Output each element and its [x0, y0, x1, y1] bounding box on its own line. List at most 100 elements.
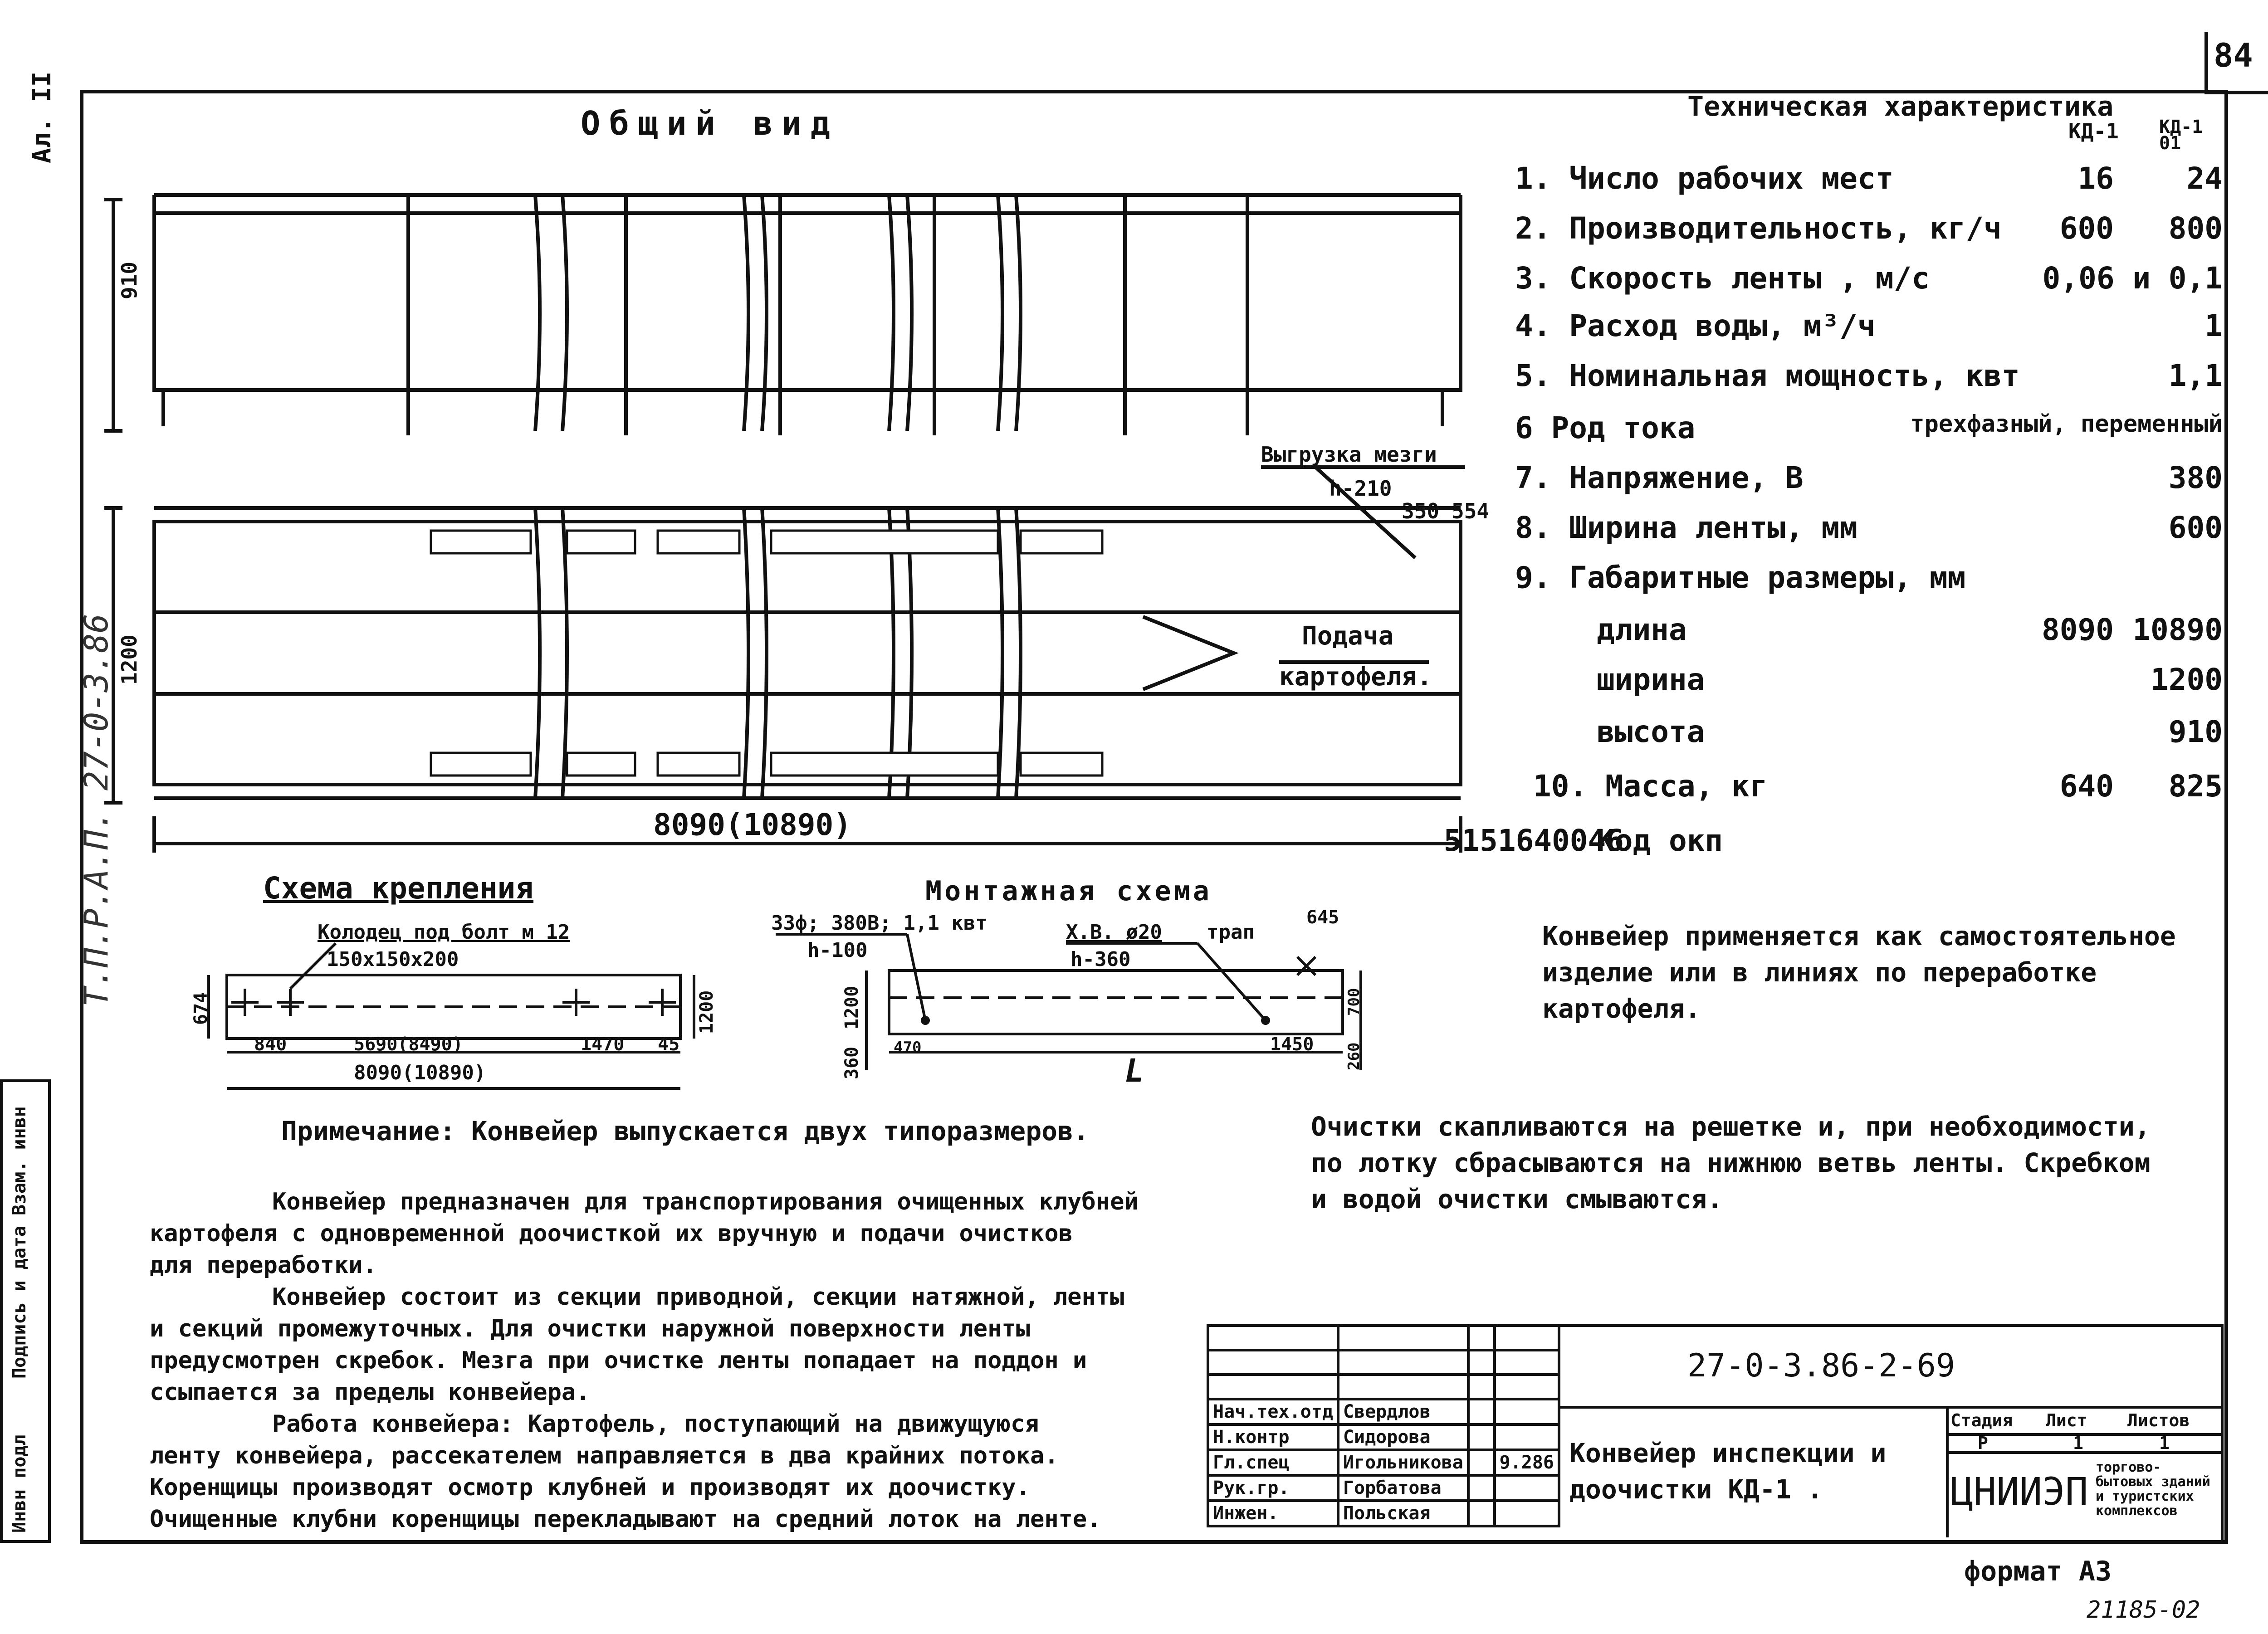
spec-value-1: 5151640046 — [1443, 823, 1624, 858]
spec-value-1: 1 — [2204, 308, 2223, 343]
description-line: ссыпается за пределы конвейера. — [150, 1379, 590, 1406]
drawing-frame — [80, 90, 2228, 1544]
spec-value-1: 8090 — [2042, 612, 2114, 647]
tb-doc-code: 27-0-3.86-2-69 — [1687, 1347, 1955, 1384]
install-power: 3Зф; 380В; 1,1 квт — [771, 912, 987, 935]
usage-line-3: картофеля. — [1542, 993, 1701, 1024]
tb-stamp-box — [1946, 1406, 2224, 1537]
note: Примечание: Конвейер выпускается двух ти… — [281, 1116, 1089, 1146]
description-line: картофеля с одновременной доочисткой их … — [150, 1220, 1073, 1247]
spec-value-1: 600 — [2059, 211, 2114, 246]
description-line: Коренщицы производят осмотр клубней и пр… — [150, 1474, 1031, 1501]
spec-label: 5. Номинальная мощность, квт — [1515, 358, 2020, 393]
unload-350: 350 — [1402, 499, 1440, 523]
spec-value-2: 24 — [2186, 161, 2223, 196]
inv-number: 21185-02 — [2087, 1596, 2200, 1624]
tb-role-2: Гл.спец — [1207, 1449, 1339, 1477]
spec-label: высота — [1597, 714, 1705, 749]
tb-sheets: 1 — [2159, 1433, 2170, 1453]
tb-stamp-line2 — [1946, 1451, 2221, 1454]
tb-sheets-h: Листов — [2127, 1410, 2190, 1430]
tb-name-3: Горбатова — [1336, 1474, 1470, 1502]
install-d1200: 1200 — [841, 985, 862, 1029]
spec-label: 9. Габаритные размеры, мм — [1515, 560, 1966, 595]
dim-length: 8090(10890) — [653, 807, 852, 842]
spec-value-1: 380 — [2168, 460, 2223, 495]
spec-label: 1. Число рабочих мест — [1515, 161, 1894, 196]
unload-554: 554 — [1452, 499, 1490, 523]
description-line: Работа конвейера: Картофель, поступающий… — [272, 1410, 1039, 1438]
tb-role-1: Н.контр — [1207, 1423, 1339, 1451]
feed-label-2: картофеля. — [1279, 662, 1432, 692]
install-h100: h-100 — [807, 939, 868, 962]
tb-name-1: Сидорова — [1336, 1423, 1470, 1451]
tb-name-2: Игольникова — [1336, 1449, 1470, 1477]
mount-note-1: Колодец под болт м 12 — [318, 921, 570, 944]
tb-name-0: Свердлов — [1336, 1398, 1470, 1426]
general-view-title: Общий вид — [581, 104, 840, 142]
spec-label: ширина — [1597, 662, 1705, 697]
mount-d840: 840 — [254, 1034, 287, 1055]
spec-value-2: 800 — [2168, 211, 2223, 246]
spec-label: 6 Род тока — [1515, 410, 1696, 445]
description-line: Конвейер предназначен для транспортирова… — [272, 1188, 1139, 1215]
tb-role-4: Инжен. — [1207, 1499, 1339, 1527]
spec-value-2: 10890 — [2132, 612, 2223, 647]
mount-scheme-title: Схема крепления — [263, 871, 534, 906]
tb-title-1: Конвейер инспекции и — [1569, 1438, 1887, 1468]
spec-label: 2. Производительность, кг/ч — [1515, 211, 2002, 246]
tb-stamp-line — [1946, 1433, 2221, 1436]
side-stamp-column — [0, 1079, 51, 1543]
page-number: 84 — [2214, 36, 2253, 74]
feed-label-1: Подача — [1302, 621, 1394, 651]
tb-name-4: Польская — [1336, 1499, 1470, 1527]
install-scheme-title: Монтажная схема — [925, 875, 1212, 907]
peel-line-3: и водой очистки смываются. — [1311, 1184, 1723, 1215]
mount-note-2: 150х150х200 — [327, 948, 459, 971]
spec-value-1: 1,1 — [2168, 358, 2223, 393]
description-line: для переработки. — [150, 1252, 377, 1279]
specs-title: Техническая характеристика — [1687, 91, 2114, 122]
title-block-right — [1560, 1324, 2224, 1543]
spec-label: 3. Скорость ленты , м/с — [1515, 261, 1930, 296]
install-water: Х.В. ø20 — [1066, 921, 1162, 944]
description-line: ленту конвейера, рассекателем направляет… — [150, 1442, 1059, 1469]
install-d260: 260 — [1345, 1042, 1363, 1070]
spec-value-1: 640 — [2059, 769, 2114, 804]
spec-value-1: 16 — [2077, 161, 2114, 196]
mount-d5690: 5690(8490) — [354, 1034, 463, 1055]
spec-label: 8. Ширина ленты, мм — [1515, 510, 1857, 545]
install-L: L — [1125, 1052, 1144, 1089]
spec-value-1: 0,06 и 0,1 — [2042, 261, 2223, 296]
mount-d1470: 1470 — [581, 1034, 625, 1055]
spec-label: 4. Расход воды, м³/ч — [1515, 308, 1876, 343]
description-line: Очищенные клубни коренщицы перекладывают… — [150, 1506, 1101, 1533]
install-d700: 700 — [1345, 988, 1363, 1016]
usage-line-1: Конвейер применяется как самостоятельное — [1542, 921, 2176, 951]
spec-label: 10. Масса, кг — [1533, 769, 1768, 804]
mount-d8090: 8090(10890) — [354, 1061, 486, 1084]
spec-value-1: 1200 — [2151, 662, 2223, 697]
spec-value-1: 600 — [2168, 510, 2223, 545]
specs-col2: КД-1 01 — [2159, 117, 2203, 154]
tb-sheet: 1 — [2073, 1433, 2083, 1453]
tb-title-2: доочистки КД-1 . — [1569, 1474, 1823, 1505]
page-number-box — [2204, 32, 2268, 94]
tb-stage-h: Стадия — [1950, 1410, 2013, 1430]
install-d360: 360 — [841, 1046, 862, 1079]
peel-line-2: по лотку сбрасываются на нижнюю ветвь ле… — [1311, 1147, 2151, 1178]
install-d645: 645 — [1306, 907, 1339, 928]
format: формат А3 — [1964, 1556, 2112, 1587]
install-trap: трап — [1207, 921, 1255, 944]
description-line: Конвейер состоит из секции приводной, се… — [272, 1283, 1124, 1311]
tb-divider — [1560, 1406, 2221, 1409]
usage-line-2: изделие или в линиях по переработке — [1542, 957, 2097, 988]
unload-label: Выгрузка мезги — [1261, 442, 1437, 467]
description-line: и секций промежуточных. Для очистки нару… — [150, 1315, 1031, 1342]
tb-stage: Р — [1978, 1433, 1988, 1453]
spec-label: 7. Напряжение, В — [1515, 460, 1804, 495]
